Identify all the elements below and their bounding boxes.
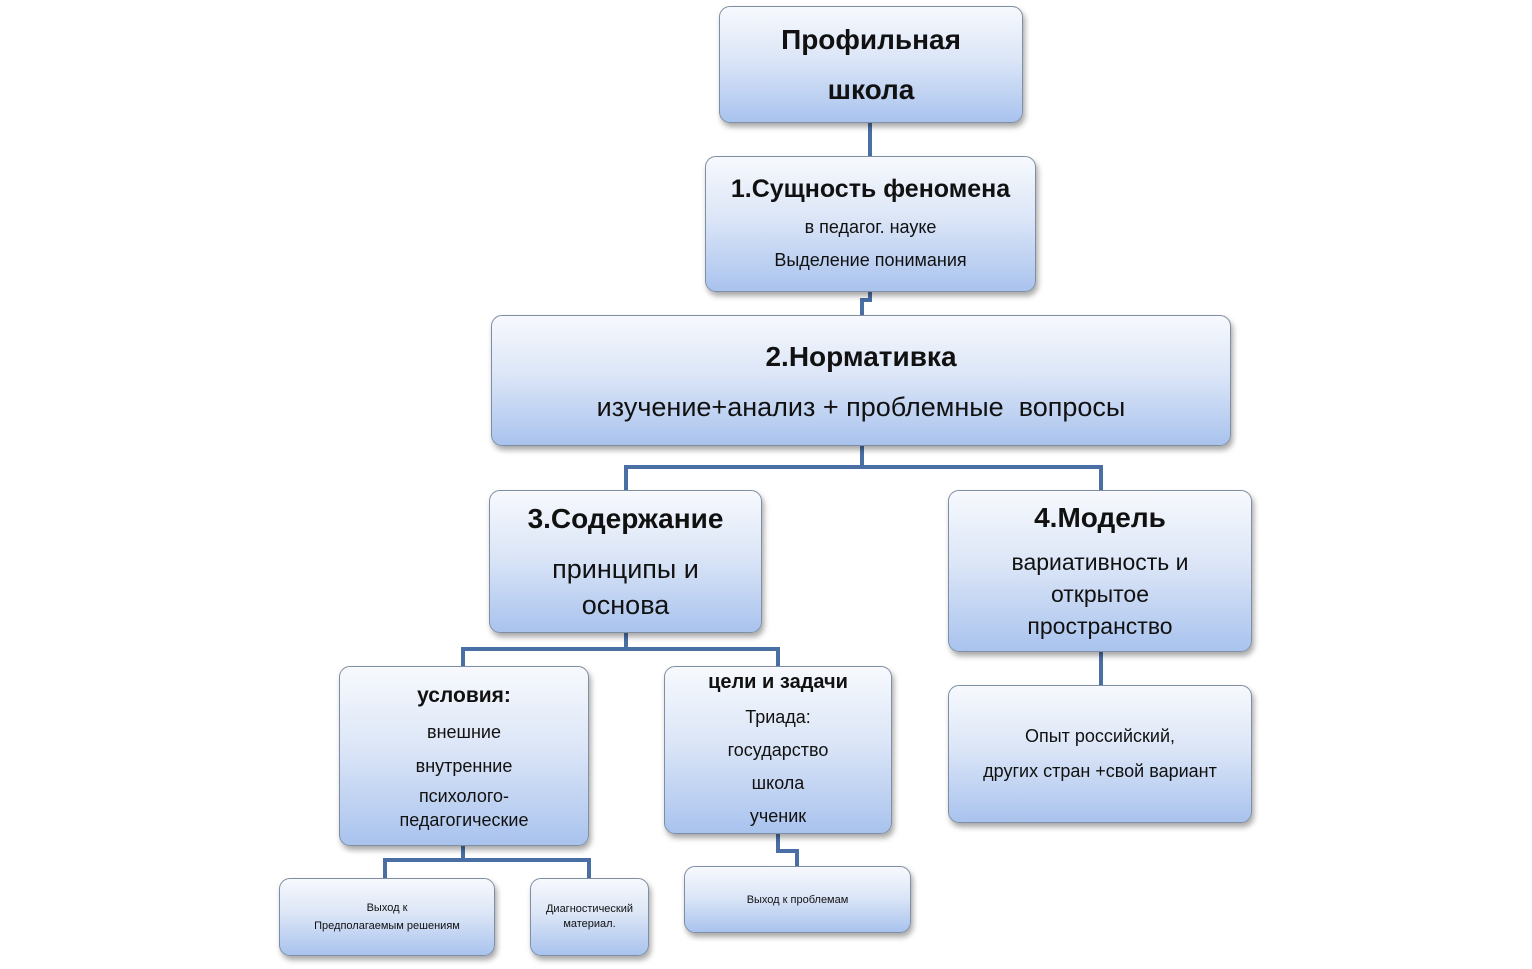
model-line-3: пространство bbox=[1027, 613, 1173, 639]
node-normative: 2.Нормативка изучение+анализ + проблемны… bbox=[491, 315, 1231, 446]
conditions-line-4: педагогические bbox=[399, 810, 529, 830]
node-content: 3.Содержание принципы и основа bbox=[489, 490, 762, 633]
connector-normative-branches bbox=[624, 446, 1103, 490]
essence-title: 1.Сущность феномена bbox=[730, 175, 1011, 203]
connector-content-branches bbox=[461, 633, 780, 666]
essence-line-2: Выделение понимания bbox=[774, 250, 967, 270]
node-problems: Выход к проблемам bbox=[684, 866, 911, 933]
solutions-line-2: Предполагаемым решениям bbox=[314, 920, 460, 932]
model-line-1: вариативность и bbox=[1011, 549, 1189, 575]
normative-title: 2.Нормативка bbox=[765, 340, 957, 372]
root-line-2: школа bbox=[827, 73, 915, 105]
experience-line-1: Опыт российский, bbox=[1024, 726, 1176, 746]
normative-line-1: изучение+анализ + проблемные вопросы bbox=[596, 391, 1126, 422]
content-line-2: основа bbox=[581, 589, 670, 620]
experience-line-2: других стран +свой вариант bbox=[983, 761, 1217, 781]
connector-goals-problems bbox=[776, 834, 799, 866]
goals-line-1: Триада: bbox=[745, 707, 811, 727]
node-diagnostic: Диагностический материал. bbox=[530, 878, 649, 956]
conditions-line-1: внешние bbox=[427, 722, 501, 742]
node-experience: Опыт российский, других стран +свой вари… bbox=[948, 685, 1252, 823]
diagnostic-line-1: Диагностический bbox=[545, 903, 634, 915]
model-title: 4.Модель bbox=[1034, 502, 1166, 533]
goals-line-4: ученик bbox=[749, 806, 807, 826]
node-model: 4.Модель вариативность и открытое простр… bbox=[948, 490, 1252, 652]
conditions-line-3: психолого- bbox=[418, 786, 510, 806]
node-conditions: условия: внешние внутренние психолого- п… bbox=[339, 666, 589, 846]
content-title: 3.Содержание bbox=[527, 502, 724, 534]
conditions-title: условия: bbox=[417, 684, 511, 707]
content-line-1: принципы и bbox=[552, 553, 699, 584]
node-root: Профильная школа bbox=[719, 6, 1023, 123]
problems-line-1: Выход к проблемам bbox=[746, 893, 849, 906]
node-essence: 1.Сущность феномена в педагог. науке Выд… bbox=[705, 156, 1036, 292]
model-line-2: открытое bbox=[1050, 581, 1150, 607]
goals-line-2: государство bbox=[727, 740, 829, 760]
root-line-1: Профильная bbox=[781, 23, 961, 55]
essence-line-1: в педагог. науке bbox=[804, 217, 937, 237]
goals-title: цели и задачи bbox=[708, 671, 848, 693]
node-solutions: Выход к Предполагаемым решениям bbox=[279, 878, 495, 956]
connector-conditions-branches bbox=[383, 846, 591, 878]
solutions-line-1: Выход к bbox=[366, 902, 408, 914]
goals-line-3: школа bbox=[751, 773, 805, 793]
node-goals: цели и задачи Триада: государство школа … bbox=[664, 666, 892, 834]
connector-essence-normative bbox=[860, 292, 872, 315]
diagnostic-line-2: материал. bbox=[563, 918, 616, 930]
conditions-line-2: внутренние bbox=[415, 756, 513, 776]
